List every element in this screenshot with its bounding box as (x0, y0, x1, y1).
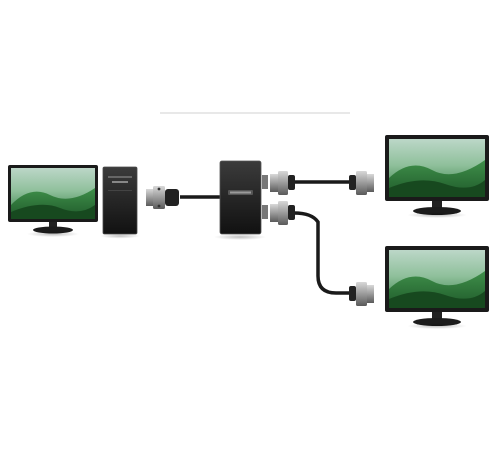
target-monitor-top (385, 135, 489, 218)
vga-splitter (214, 160, 268, 240)
source-monitor (8, 165, 98, 237)
vga-output-cable-2 (270, 201, 374, 306)
vga-output-cable-1 (270, 171, 374, 195)
target-monitor-bottom (385, 246, 489, 329)
vga-input-cable (146, 186, 222, 209)
pc-tower (100, 166, 140, 239)
